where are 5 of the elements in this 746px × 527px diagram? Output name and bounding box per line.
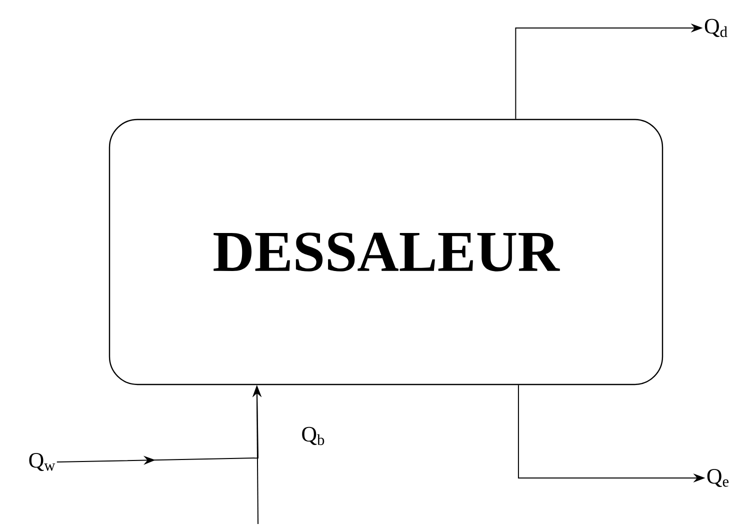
process-box: DESSALEUR [108, 118, 664, 386]
flow-label: Q$_{w}$ [29, 452, 56, 472]
flow-label: Q$_{d}$ [704, 18, 728, 38]
edge-label: Q$_{b}$ [302, 426, 324, 446]
flow-label: Q$_{e}$ [707, 468, 729, 488]
